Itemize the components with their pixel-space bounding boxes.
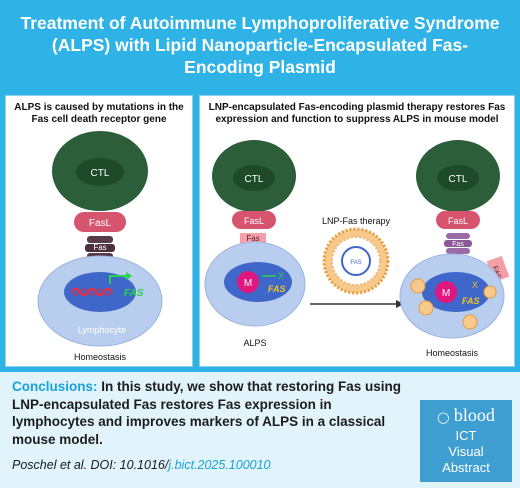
badge-line-3: Abstract xyxy=(442,460,490,475)
fasl-right xyxy=(436,211,480,229)
transcription-arrow xyxy=(109,275,126,284)
m-circle-right xyxy=(435,281,457,303)
fasl-label-right: FasL xyxy=(448,216,468,226)
ctl-label-right: CTL xyxy=(449,174,468,185)
lnp-cargo-4 xyxy=(483,285,497,299)
left-panel-diagram: CTL FasL Fas FAS Lymphocyte Homeostasis xyxy=(37,131,163,362)
lnp-label: LNP-Fas therapy xyxy=(322,216,391,226)
fasl-label: FasL xyxy=(89,218,112,229)
lymphocyte-label: Lymphocyte xyxy=(78,325,126,335)
lnp-cargo-1 xyxy=(410,278,426,294)
alps-caption: ALPS xyxy=(243,338,266,348)
fas-label-left: Fas xyxy=(246,234,259,243)
ctl-label-left: CTL xyxy=(245,174,264,185)
fas-label-right: Fas xyxy=(452,241,464,248)
m-circle-left xyxy=(237,271,259,293)
fas-gene-left: FAS xyxy=(268,284,286,294)
right-panel: LNP-encapsulated Fas-encoding plasmid th… xyxy=(199,95,515,367)
ctl-nucleus xyxy=(76,158,124,186)
ctl-label: CTL xyxy=(91,168,110,179)
right-panel-diagram: CTL FasL Fas M X FAS ALPS LNP-Fas therap… xyxy=(204,140,510,358)
fasl-ligand xyxy=(74,212,126,232)
visual-abstract-badge: ◯ blood ICT Visual Abstract xyxy=(420,400,512,482)
m-label-left: M xyxy=(244,278,252,289)
left-panel: ALPS is caused by mutations in the Fas c… xyxy=(5,95,193,367)
lnp-cargo-2 xyxy=(418,300,434,316)
blood-brand: blood xyxy=(453,405,495,425)
homeostasis-caption: Homeostasis xyxy=(426,348,479,358)
blood-logo: ◯ blood xyxy=(420,405,512,428)
fasl-left xyxy=(232,211,276,229)
citation: Poschel et al. DOI: 10.1016/j.bict.2025.… xyxy=(12,458,412,472)
dna-strand xyxy=(70,287,114,297)
badge-line-1: ICT xyxy=(455,428,477,443)
fas-tag-left xyxy=(240,233,266,243)
left-caption: Homeostasis xyxy=(74,352,127,362)
lnp-inner-label: FAS xyxy=(350,260,361,266)
header-banner: Treatment of Autoimmune Lymphoproliferat… xyxy=(0,0,520,90)
gene-label: FAS xyxy=(124,288,144,299)
fas-label: Fas xyxy=(93,243,106,252)
fasl-label-left: FasL xyxy=(244,216,264,226)
conclusions-label: Conclusions: xyxy=(12,379,98,394)
fas-gene-right: FAS xyxy=(462,296,480,306)
m-label-right: M xyxy=(442,288,450,299)
lnp-cargo-3 xyxy=(462,314,478,330)
x-label-left: X xyxy=(278,271,284,281)
conclusions-text: Conclusions: In this study, we show that… xyxy=(12,378,412,448)
conclusions-body: In this study, we show that restoring Fa… xyxy=(12,379,402,447)
x-label-right: X xyxy=(472,280,478,290)
right-panel-title: LNP-encapsulated Fas-encoding plasmid th… xyxy=(208,102,506,125)
blood-drop-icon: ◯ xyxy=(437,412,450,424)
lymphocyte-nucleus xyxy=(64,272,136,312)
citation-prefix: Poschel et al. DOI: 10.1016/ xyxy=(12,458,169,472)
page-title: Treatment of Autoimmune Lymphoproliferat… xyxy=(20,13,500,77)
badge-line-2: Visual xyxy=(448,444,484,459)
fas-gene-right2: FAS xyxy=(491,265,502,280)
left-panel-title: ALPS is caused by mutations in the Fas c… xyxy=(14,102,184,125)
citation-doi-link[interactable]: j.bict.2025.100010 xyxy=(168,458,271,472)
